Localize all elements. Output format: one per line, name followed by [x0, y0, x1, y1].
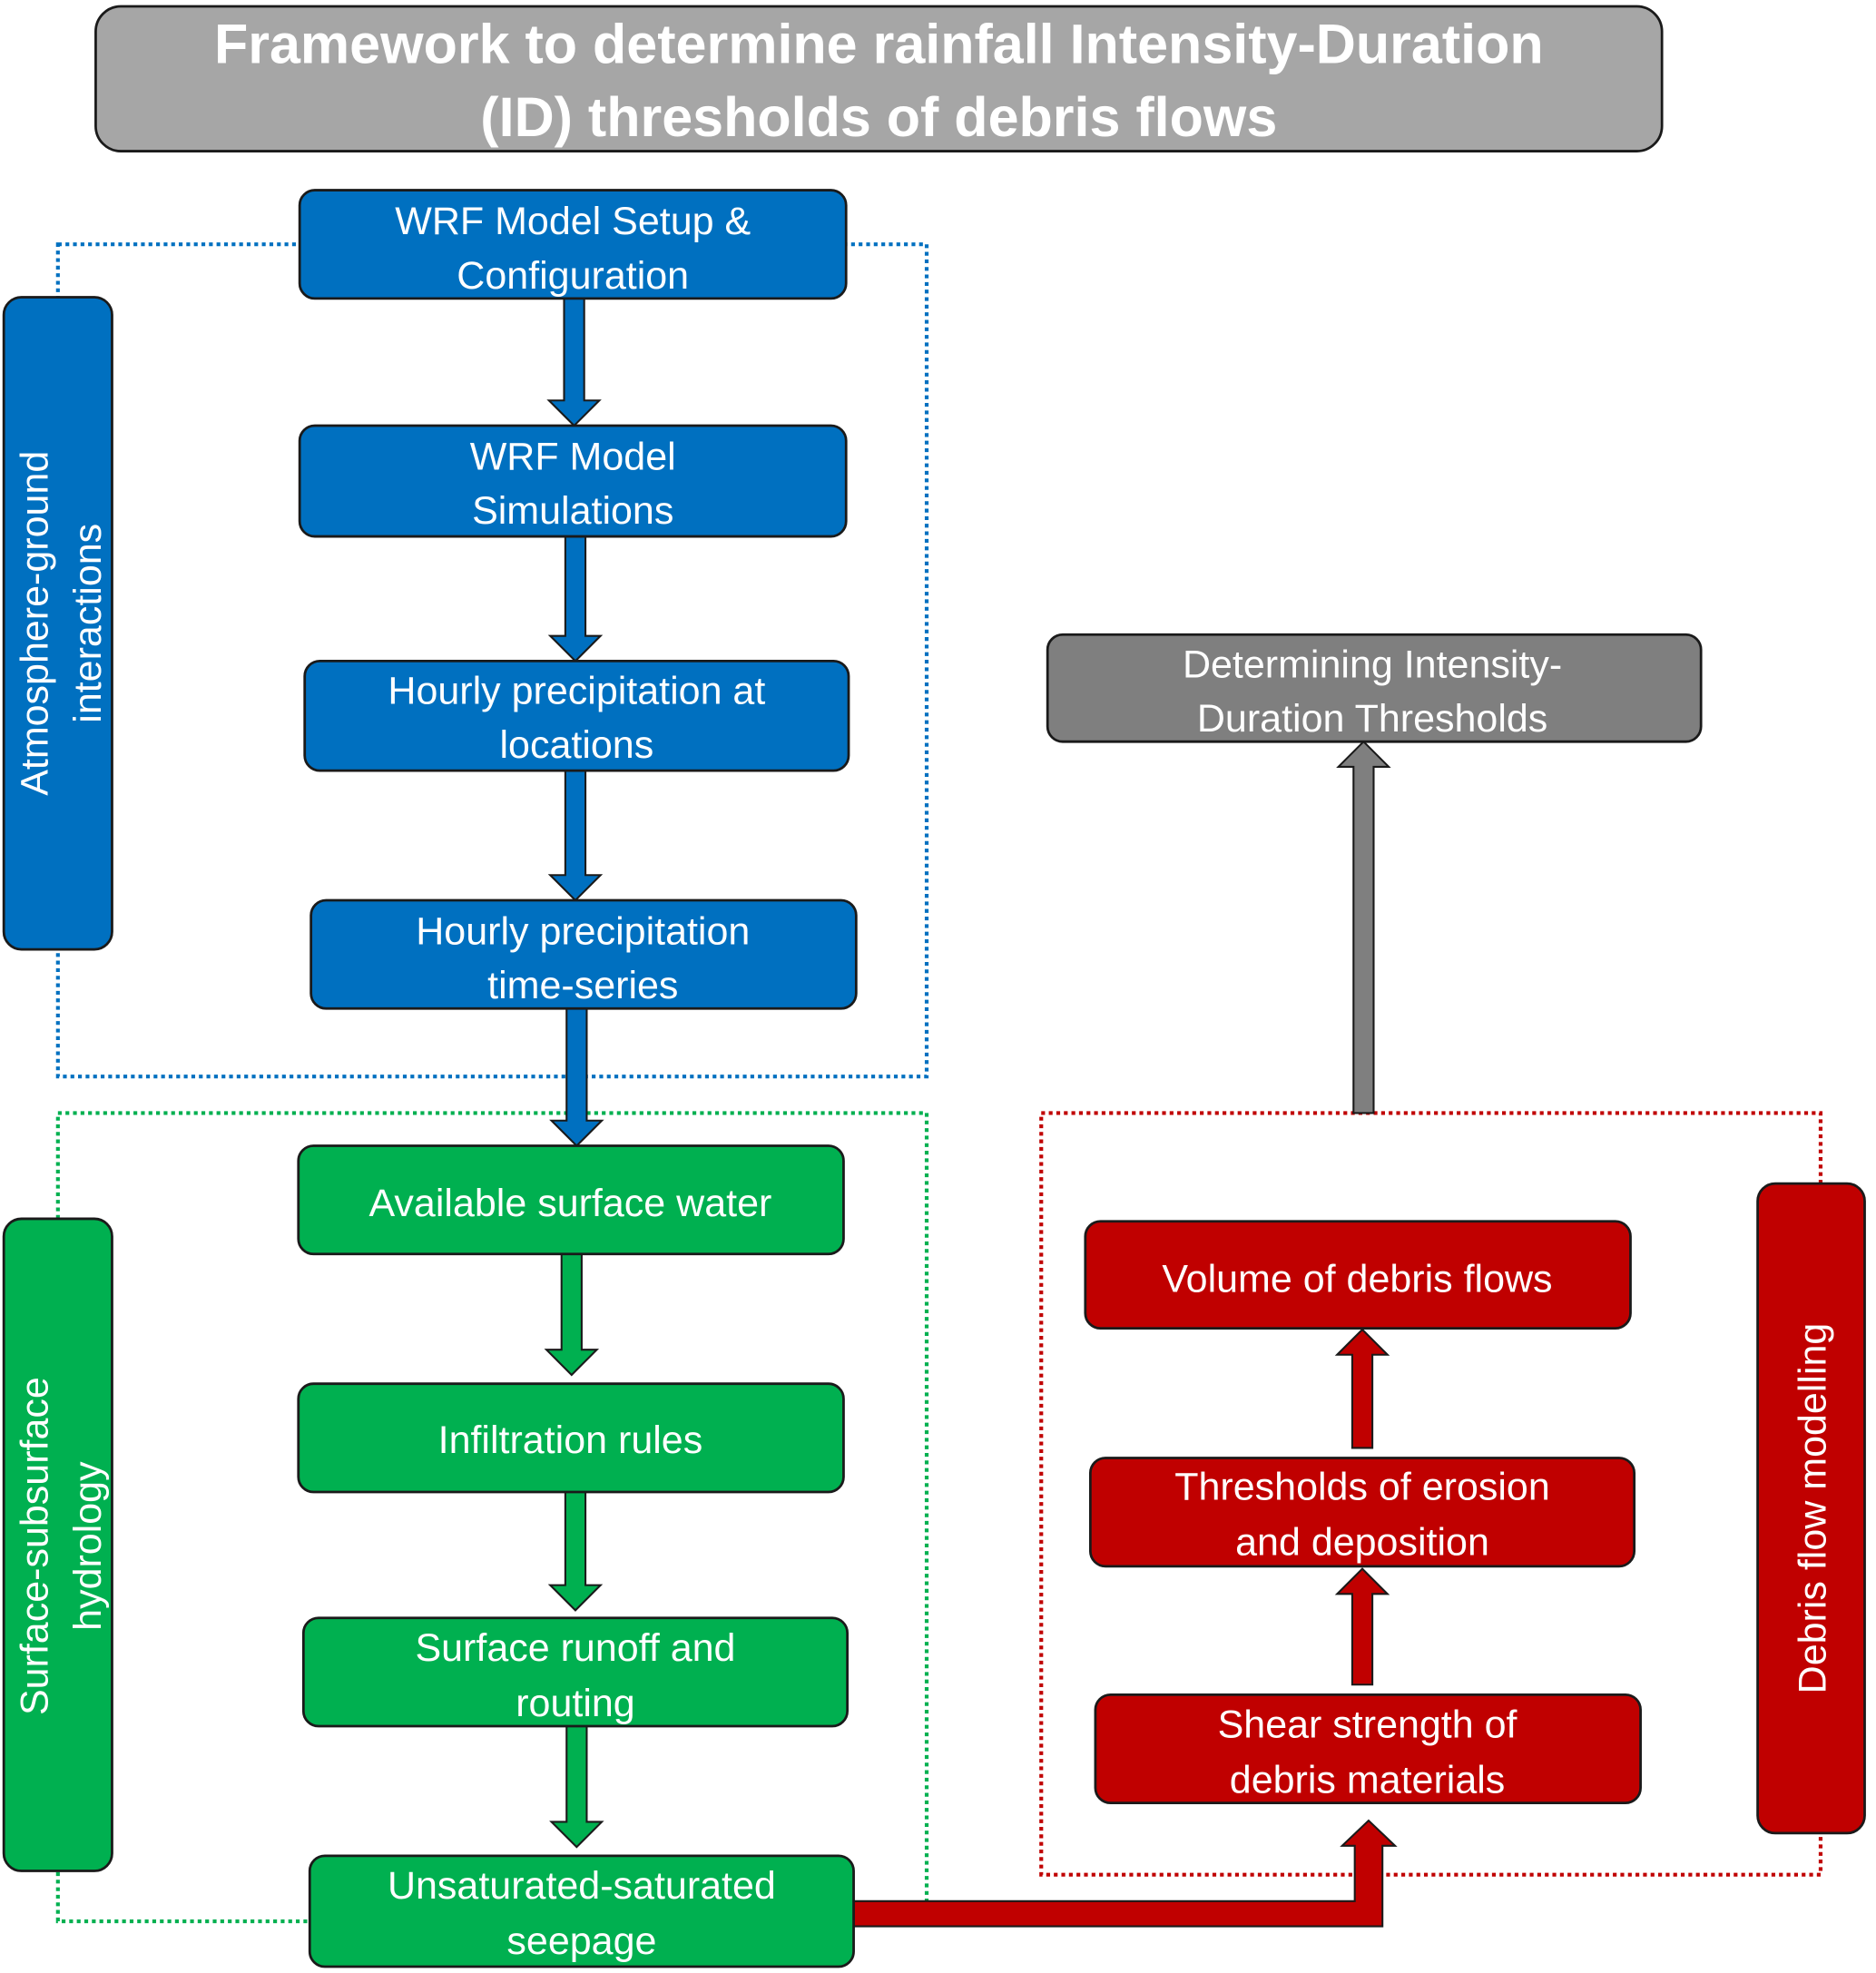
node-text: WRF Model Setup &	[395, 200, 751, 243]
node-text: Available surface water	[369, 1182, 772, 1225]
node-text: routing	[516, 1682, 634, 1725]
hydrology-group-label: Surface-subsurface hydrology	[2, 1217, 113, 1872]
node-text: Determining Intensity-	[1183, 643, 1562, 686]
hydrology-label-line-1: Surface-subsurface	[14, 1377, 57, 1715]
node-text: Shear strength of	[1218, 1703, 1518, 1746]
node-text: Simulations	[472, 489, 673, 533]
arrow-down-icon	[547, 770, 604, 902]
atmosphere-label-line-2: interactions	[66, 524, 110, 723]
arrow-down-icon	[546, 297, 602, 427]
node-text: Hourly precipitation	[416, 910, 750, 954]
node-text: time-series	[487, 964, 678, 1007]
node-precip-locations: Hourly precipitation at locations	[303, 660, 850, 772]
node-text: Infiltration rules	[438, 1418, 703, 1462]
title-line-1: Framework to determine rainfall Intensit…	[214, 13, 1544, 74]
node-runoff: Surface runoff and routing	[301, 1616, 850, 1728]
arrow-up-icon	[1334, 1567, 1390, 1686]
node-shear: Shear strength of debris materials	[1094, 1693, 1642, 1805]
debris-group-label: Debris flow modelling	[1756, 1182, 1866, 1835]
title-line-2: (ID) thresholds of debris flows	[480, 86, 1277, 148]
node-text: locations	[500, 723, 654, 767]
node-wrf-simulations: WRF Model Simulations	[298, 424, 848, 538]
arrow-down-icon	[549, 1724, 604, 1849]
atmosphere-label-line-1: Atmosphere-ground	[14, 451, 57, 796]
node-text: Configuration	[457, 254, 689, 298]
node-seepage: Unsaturated-saturated seepage	[308, 1854, 855, 1968]
node-infiltration: Infiltration rules	[297, 1382, 845, 1494]
node-text: Hourly precipitation at	[388, 670, 765, 713]
node-wrf-setup: WRF Model Setup & Configuration	[298, 189, 848, 300]
debris-label-line-1: Debris flow modelling	[1792, 1323, 1835, 1694]
node-id-thresholds: Determining Intensity- Duration Threshol…	[1046, 633, 1703, 743]
node-precip-timeseries: Hourly precipitation time-series	[309, 898, 858, 1010]
hydrology-label-line-2: hydrology	[66, 1461, 110, 1631]
node-text: Volume of debris flows	[1162, 1257, 1552, 1301]
node-erosion: Thresholds of erosion and deposition	[1088, 1457, 1636, 1568]
node-text: Thresholds of erosion	[1174, 1465, 1550, 1508]
arrow-up-icon	[1336, 740, 1391, 1114]
node-text: and deposition	[1235, 1520, 1489, 1564]
node-text: Surface runoff and	[415, 1626, 735, 1670]
node-surface-water: Available surface water	[297, 1144, 845, 1256]
node-text: seepage	[506, 1919, 656, 1963]
arrow-elbow-icon	[852, 1819, 1398, 1928]
node-text: debris materials	[1230, 1759, 1506, 1802]
node-text: Unsaturated-saturated	[388, 1864, 776, 1908]
node-text: WRF Model	[470, 436, 676, 479]
node-text: Duration Thresholds	[1197, 697, 1547, 741]
arrow-down-icon	[549, 1007, 604, 1147]
title-banner: Framework to determine rainfall Intensit…	[94, 5, 1664, 152]
arrow-down-icon	[547, 535, 604, 663]
node-volume: Volume of debris flows	[1084, 1220, 1632, 1330]
arrow-up-icon	[1334, 1328, 1390, 1449]
atmosphere-group-label: Atmosphere-ground interactions	[2, 296, 113, 951]
arrow-down-icon	[547, 1490, 604, 1612]
arrow-down-icon	[544, 1252, 600, 1377]
arrows	[544, 297, 1398, 1928]
